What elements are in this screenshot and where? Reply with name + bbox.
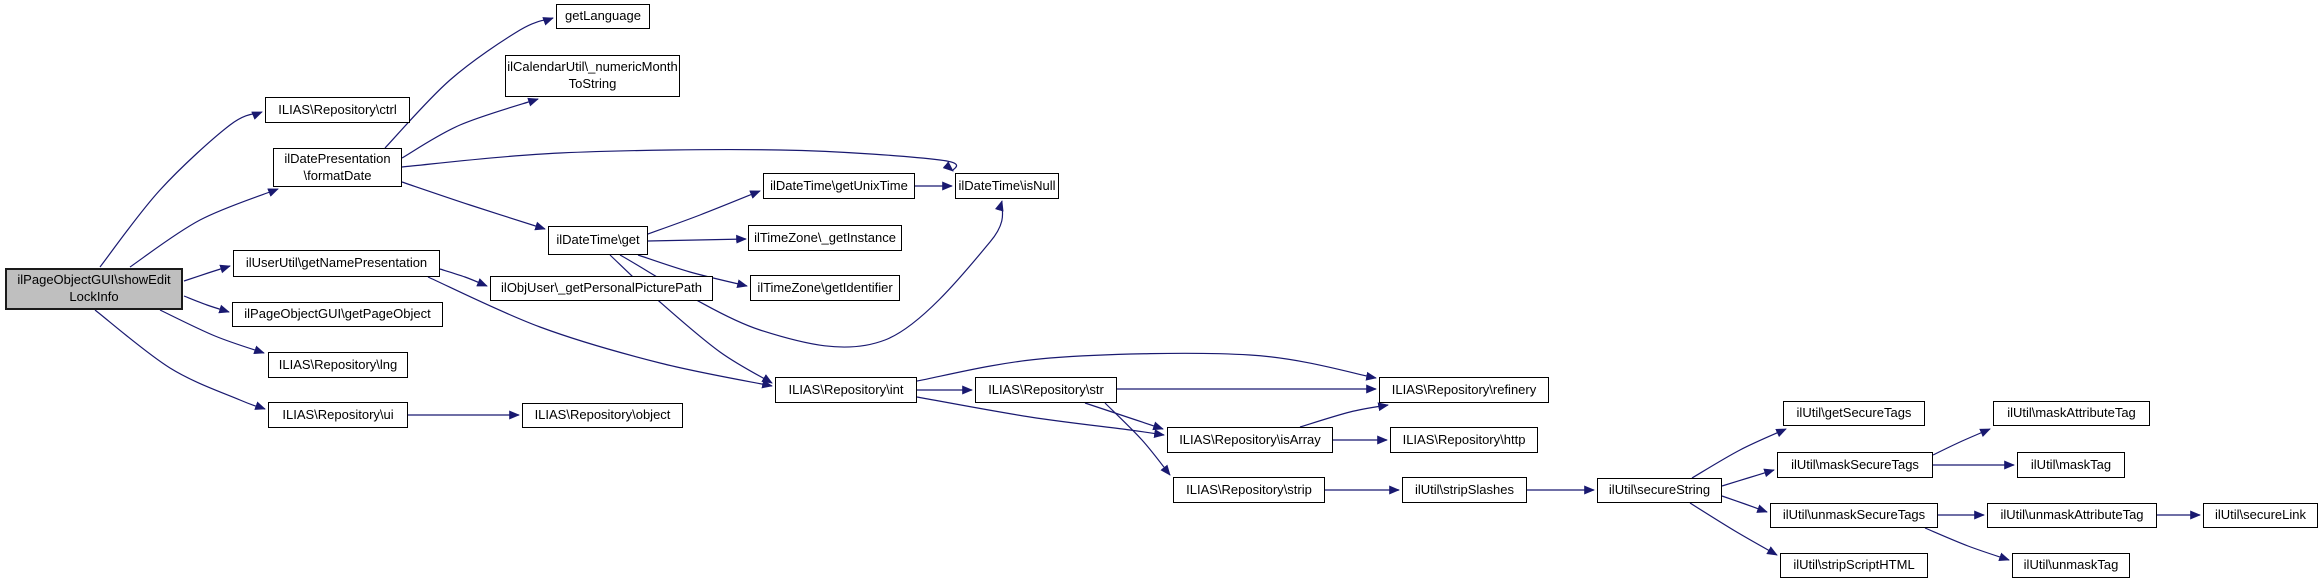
node-unmask-secure-tags[interactable]: ilUtil\unmaskSecureTags [1770, 503, 1938, 528]
edge-repository-str--repository-is-array [1084, 402, 1164, 431]
node-label: ILIAS\Repository\ctrl [278, 101, 397, 117]
node-repository-lng[interactable]: ILIAS\Repository\lng [268, 352, 408, 378]
node-label: ilUtil\secureLink [2214, 507, 2307, 523]
node-get-name-presentation[interactable]: ilUserUtil\getNamePresentation [233, 250, 440, 277]
node-unmask-attribute-tag[interactable]: ilUtil\unmaskAttributeTag [1987, 503, 2157, 528]
edge-repository-is-array--repository-refinery [1299, 402, 1389, 428]
node-label: \formatDate [303, 167, 372, 183]
edge-datetime-get--timezone-get-instance [647, 234, 747, 244]
node-label: ILIAS\Repository\int [788, 381, 904, 397]
node-get-language[interactable]: getLanguage [556, 4, 650, 29]
node-label: ilDateTime\get [556, 232, 640, 248]
edge-datetime-get--repository-int [609, 254, 773, 384]
node-repository-object[interactable]: ILIAS\Repository\object [522, 403, 683, 428]
node-timezone-get-instance[interactable]: ilTimeZone\_getInstance [748, 225, 902, 251]
node-get-page-object[interactable]: ilPageObjectGUI\getPageObject [232, 302, 443, 327]
node-label: ilUserUtil\getNamePresentation [245, 255, 428, 271]
edge-unmask-secure-tags--unmask-tag [1924, 527, 2010, 562]
node-mask-attribute-tag[interactable]: ilUtil\maskAttributeTag [1993, 401, 2150, 426]
node-label: ilUtil\stripScriptHTML [1793, 557, 1915, 573]
node-label: ilPageObjectGUI\getPageObject [244, 306, 431, 322]
node-label: ILIAS\Repository\ui [282, 406, 394, 422]
edge-repository-str--repository-strip [1104, 402, 1171, 476]
edge-secure-string--get-secure-tags [1691, 428, 1787, 479]
edge-format-date--datetime-get [401, 181, 546, 231]
edge-format-date--is-null [401, 148, 958, 172]
node-datetime-get[interactable]: ilDateTime\get [548, 226, 648, 255]
node-get-unix-time[interactable]: ilDateTime\getUnixTime [763, 173, 915, 199]
node-label: ilUtil\maskSecureTags [1791, 456, 1919, 472]
node-label: ilUtil\maskAttributeTag [2007, 405, 2136, 421]
node-label: ilDatePresentation [284, 150, 391, 166]
node-label: LockInfo [69, 289, 119, 304]
node-label: ilPageObjectGUI\showEdit [17, 272, 171, 288]
edge-secure-string--mask-secure-tags [1721, 468, 1775, 487]
node-label: ilDateTime\isNull [958, 177, 1056, 193]
edge-datetime-get--get-unix-time [647, 190, 761, 235]
node-label: ilUtil\getSecureTags [1796, 405, 1912, 421]
node-repository-strip[interactable]: ILIAS\Repository\strip [1173, 477, 1325, 503]
edge-format-date--numeric-month-to-string [401, 97, 539, 159]
node-secure-link[interactable]: ilUtil\secureLink [2203, 503, 2318, 528]
node-strip-script-html[interactable]: ilUtil\stripScriptHTML [1780, 553, 1928, 578]
node-label: ILIAS\Repository\http [1402, 431, 1526, 447]
node-repository-str[interactable]: ILIAS\Repository\str [975, 377, 1117, 403]
node-secure-string[interactable]: ilUtil\secureString [1597, 478, 1722, 503]
node-repository-ctrl[interactable]: ILIAS\Repository\ctrl [265, 97, 410, 123]
node-get-personal-picture-path[interactable]: ilObjUser\_getPersonalPicturePath [490, 276, 713, 301]
node-timezone-get-identifier[interactable]: ilTimeZone\getIdentifier [750, 275, 900, 301]
node-label: getLanguage [565, 8, 641, 24]
node-label: ilObjUser\_getPersonalPicturePath [501, 280, 702, 296]
edge-secure-string--unmask-secure-tags [1721, 495, 1768, 513]
node-mask-secure-tags[interactable]: ilUtil\maskSecureTags [1777, 452, 1933, 478]
edge-mask-secure-tags--mask-attribute-tag [1932, 428, 1991, 456]
node-label: ilUtil\secureString [1608, 482, 1711, 498]
node-repository-ui[interactable]: ILIAS\Repository\ui [268, 402, 408, 428]
node-get-secure-tags[interactable]: ilUtil\getSecureTags [1783, 401, 1925, 426]
node-mask-tag[interactable]: ilUtil\maskTag [2017, 452, 2125, 478]
edge-get-name-presentation--get-personal-picture-path [439, 268, 488, 287]
node-label: ilUtil\unmaskSecureTags [1782, 507, 1926, 523]
node-label: ilTimeZone\getIdentifier [757, 279, 893, 295]
edge-secure-string--strip-script-html [1689, 502, 1778, 556]
node-label: ILIAS\Repository\object [534, 407, 671, 423]
node-repository-int[interactable]: ILIAS\Repository\int [775, 377, 917, 403]
node-label: ilUtil\unmaskAttributeTag [2000, 507, 2144, 523]
edge-show-edit-lock-info--repository-ctrl [99, 111, 263, 268]
node-label: ilUtil\maskTag [2030, 456, 2112, 472]
node-label: ilDateTime\getUnixTime [770, 177, 908, 193]
edge-show-edit-lock-info--get-name-presentation [183, 264, 231, 282]
node-label: ILIAS\Repository\str [988, 381, 1104, 397]
node-repository-http[interactable]: ILIAS\Repository\http [1390, 427, 1538, 453]
node-label: ILIAS\Repository\refinery [1391, 381, 1537, 397]
node-strip-slashes[interactable]: ilUtil\stripSlashes [1402, 477, 1527, 503]
node-format-date[interactable]: ilDatePresentation\formatDate [273, 148, 402, 187]
node-unmask-tag[interactable]: ilUtil\unmaskTag [2012, 553, 2130, 578]
edge-show-edit-lock-info--get-page-object [183, 295, 230, 314]
node-label: ilCalendarUtil\_numericMonth [507, 59, 678, 75]
node-label: ilUtil\unmaskTag [2023, 557, 2119, 573]
node-label: ilTimeZone\_getInstance [754, 229, 896, 245]
node-label: ILIAS\Repository\isArray [1179, 431, 1321, 447]
node-label: ToString [568, 76, 617, 91]
node-repository-refinery[interactable]: ILIAS\Repository\refinery [1379, 377, 1549, 403]
node-label: ILIAS\Repository\strip [1186, 481, 1312, 497]
node-label: ILIAS\Repository\lng [278, 356, 398, 372]
node-label: ilUtil\stripSlashes [1415, 481, 1514, 497]
node-repository-is-array[interactable]: ILIAS\Repository\isArray [1167, 427, 1333, 453]
node-is-null[interactable]: ilDateTime\isNull [955, 173, 1059, 199]
